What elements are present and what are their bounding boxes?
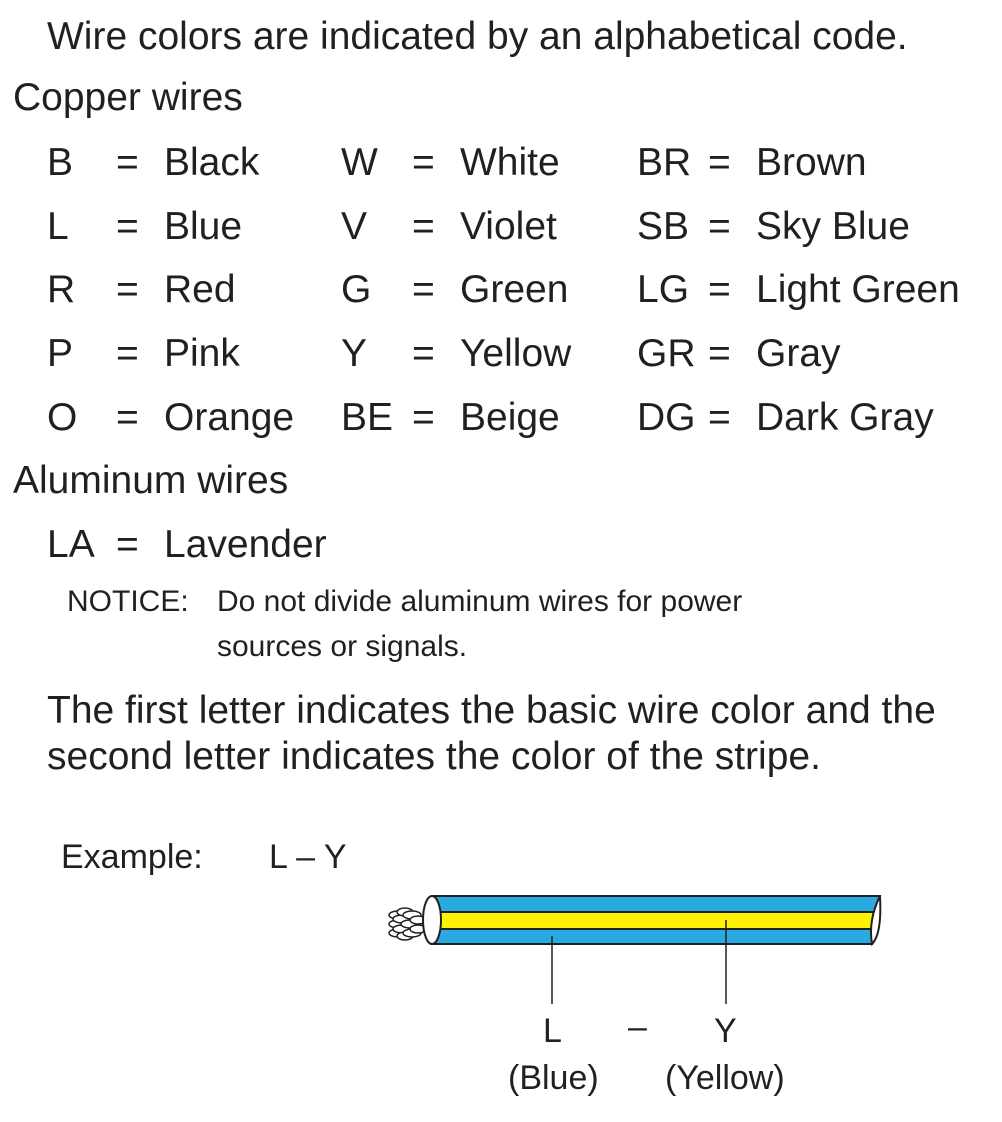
color-code: LG bbox=[637, 268, 690, 311]
color-name: Lavender bbox=[164, 523, 327, 566]
color-code: BE bbox=[341, 396, 394, 439]
intro-text: Wire colors are indicated by an alphabet… bbox=[47, 15, 908, 58]
color-name: White bbox=[460, 141, 560, 184]
color-code: Y bbox=[341, 332, 368, 375]
color-name: Orange bbox=[164, 396, 295, 439]
equals-sign: = bbox=[116, 523, 139, 566]
example-label: Example: bbox=[61, 838, 203, 876]
color-code: G bbox=[341, 268, 372, 311]
copper-row: P = Pink Y = Yellow GR = Gray bbox=[0, 334, 1002, 380]
color-name: Beige bbox=[460, 396, 560, 439]
color-code: L bbox=[47, 205, 69, 248]
wire-strands bbox=[388, 907, 427, 941]
equals-sign: = bbox=[116, 268, 139, 311]
color-name: Gray bbox=[756, 332, 841, 375]
equals-sign: = bbox=[412, 205, 435, 248]
notice-text-line1: Do not divide aluminum wires for power bbox=[217, 585, 743, 618]
color-code: R bbox=[47, 268, 76, 311]
equals-sign: = bbox=[116, 396, 139, 439]
color-code: SB bbox=[637, 205, 690, 248]
equals-sign: = bbox=[708, 205, 731, 248]
color-name: Sky Blue bbox=[756, 205, 910, 248]
color-name: Violet bbox=[460, 205, 557, 248]
example-right-color: (Yellow) bbox=[665, 1059, 785, 1097]
copper-row: O = Orange BE = Beige DG = Dark Gray bbox=[0, 398, 1002, 444]
notice-label: NOTICE: bbox=[67, 585, 189, 618]
color-name: Brown bbox=[756, 141, 867, 184]
color-name: Light Green bbox=[756, 268, 960, 311]
color-code: GR bbox=[637, 332, 696, 375]
equals-sign: = bbox=[412, 141, 435, 184]
aluminum-heading: Aluminum wires bbox=[13, 459, 289, 502]
color-code: P bbox=[47, 332, 74, 375]
example-dash: – bbox=[628, 1008, 647, 1046]
explanation-line1: The first letter indicates the basic wir… bbox=[47, 689, 936, 732]
example-left-color: (Blue) bbox=[508, 1059, 599, 1097]
wire-insulation bbox=[422, 895, 882, 947]
copper-row: R = Red G = Green LG = Light Green bbox=[0, 270, 1002, 316]
equals-sign: = bbox=[708, 396, 731, 439]
color-name: Yellow bbox=[460, 332, 572, 375]
equals-sign: = bbox=[708, 332, 731, 375]
copper-row: B = Black W = White BR = Brown bbox=[0, 143, 1002, 189]
color-code: V bbox=[341, 205, 368, 248]
equals-sign: = bbox=[116, 205, 139, 248]
color-name: Dark Gray bbox=[756, 396, 934, 439]
equals-sign: = bbox=[708, 268, 731, 311]
equals-sign: = bbox=[708, 141, 731, 184]
color-name: Red bbox=[164, 268, 236, 311]
color-code: DG bbox=[637, 396, 696, 439]
equals-sign: = bbox=[412, 268, 435, 311]
copper-heading: Copper wires bbox=[13, 76, 243, 119]
color-name: Blue bbox=[164, 205, 243, 248]
notice-text-line2: sources or signals. bbox=[217, 630, 468, 663]
example-right-letter: Y bbox=[714, 1012, 737, 1050]
copper-row: L = Blue V = Violet SB = Sky Blue bbox=[0, 207, 1002, 253]
equals-sign: = bbox=[412, 396, 435, 439]
color-code: BR bbox=[637, 141, 692, 184]
equals-sign: = bbox=[116, 332, 139, 375]
color-name: Black bbox=[164, 141, 260, 184]
explanation-line2: second letter indicates the color of the… bbox=[47, 735, 821, 778]
example-code: L – Y bbox=[269, 838, 347, 876]
equals-sign: = bbox=[116, 141, 139, 184]
color-name: Pink bbox=[164, 332, 240, 375]
example-left-letter: L bbox=[543, 1012, 562, 1050]
color-code: LA bbox=[47, 523, 95, 566]
color-code: B bbox=[47, 141, 74, 184]
color-code: O bbox=[47, 396, 78, 439]
color-name: Green bbox=[460, 268, 569, 311]
equals-sign: = bbox=[412, 332, 435, 375]
color-code: W bbox=[341, 141, 378, 184]
